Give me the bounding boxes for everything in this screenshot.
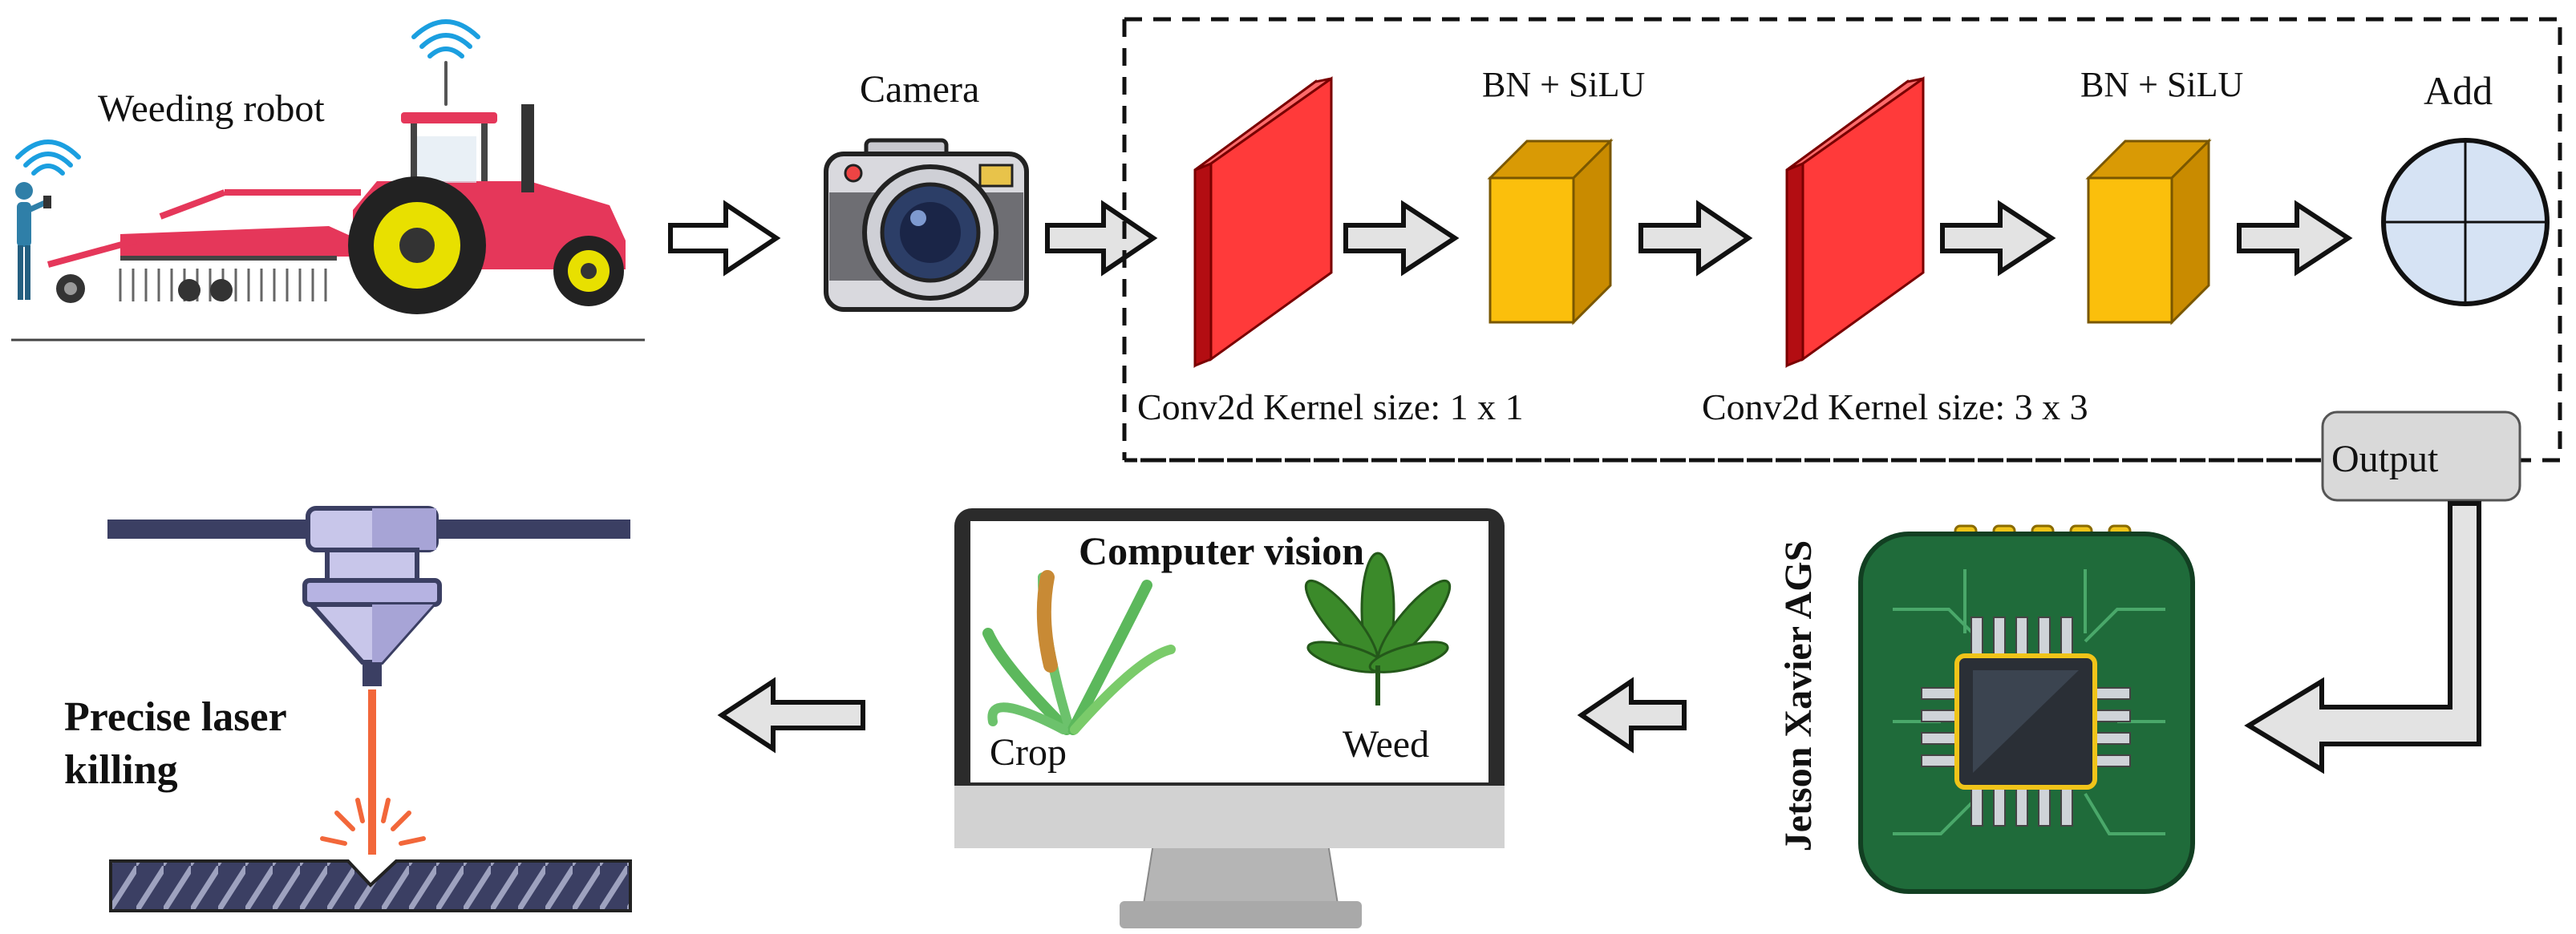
camera-icon (824, 138, 1029, 312)
arrow-output-to-jetson (2244, 501, 2481, 774)
conv-block-1x1 (1193, 76, 1333, 368)
add-label: Add (2424, 68, 2493, 113)
network-dashed-frame (1124, 17, 2562, 463)
conv-3x3-label: Conv2d Kernel size: 3 x 3 (1702, 386, 2088, 427)
output-box (2321, 410, 2521, 502)
jetson-board-icon (1858, 524, 2195, 894)
crop-plant-icon (982, 570, 1176, 735)
arrow-bn1-to-conv2 (1638, 200, 1753, 277)
bn-silu-label-1: BN + SiLU (1482, 65, 1646, 104)
arrow-computer-to-laser (717, 677, 865, 754)
laser-spark-icon (320, 798, 426, 846)
conv-1x1-label: Conv2d Kernel size: 1 x 1 (1137, 386, 1524, 427)
bn-silu-label-2: BN + SiLU (2080, 65, 2244, 104)
weed-leaf-icon (1304, 552, 1452, 706)
wifi-icon (15, 139, 81, 176)
weed-label: Weed (1343, 723, 1430, 766)
arrow-conv1-to-bn1 (1343, 200, 1460, 277)
tractor-wifi-icon (411, 19, 480, 106)
weeding-implement (47, 189, 361, 303)
camera-label: Camera (860, 68, 980, 111)
weeding-robot-label: Weeding robot (98, 87, 325, 130)
bn-silu-block-1 (1487, 138, 1614, 325)
conv-block-3x3 (1785, 76, 1925, 368)
tractor-icon (348, 104, 626, 314)
arrow-conv2-to-bn2 (1940, 200, 2056, 277)
arrow-jetson-to-computer (1577, 677, 1687, 754)
add-node (2381, 138, 2550, 306)
laser-killing-label: Precise laser killing (64, 694, 286, 793)
weeding-robot-illustration (11, 19, 645, 342)
operator-person-icon (15, 182, 51, 300)
arrow-bn2-to-add (2237, 200, 2353, 277)
laser-head-icon (107, 506, 630, 686)
bn-silu-block-2 (2085, 138, 2212, 325)
laser-target-surface (109, 859, 632, 912)
jetson-label: Jetson Xavier AGS (1777, 540, 1820, 852)
crop-label: Crop (990, 731, 1067, 774)
arrow-camera-to-conv (1045, 200, 1158, 277)
output-label: Output (2331, 438, 2439, 480)
arrow-robot-to-camera (668, 200, 781, 277)
computer-vision-label: Computer vision (1079, 528, 1365, 573)
